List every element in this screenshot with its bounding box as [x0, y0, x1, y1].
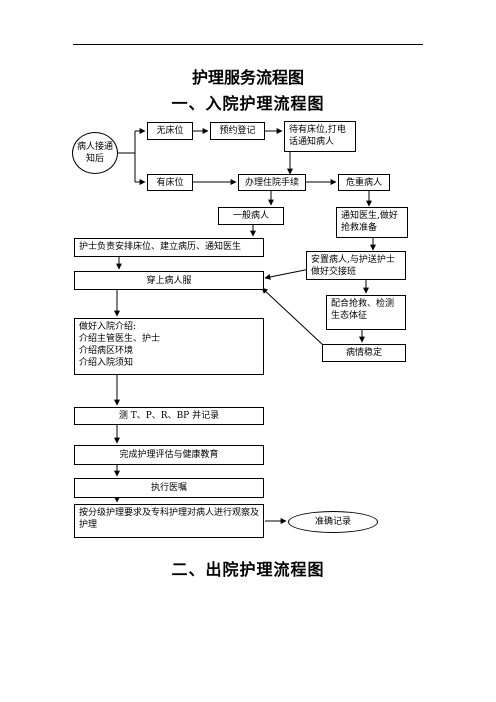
intro-item: 介绍病区环境 — [79, 346, 134, 356]
intro-heading: 做好入院介绍: — [79, 322, 137, 332]
node-reservation: 预约登记 — [210, 122, 265, 140]
node-wear-gown: 穿上病人服 — [74, 271, 264, 290]
node-patient-notified: 病人接通知后 — [72, 132, 118, 174]
top-rule — [73, 44, 423, 45]
node-condition-stable: 病情稳定 — [322, 344, 406, 362]
arrow-stable-to-wear — [261, 287, 324, 346]
node-settle-patient: 安置病人,与护送护士做好交接班 — [306, 251, 406, 280]
node-accurate-record: 准确记录 — [288, 511, 378, 533]
node-has-bed: 有床位 — [147, 174, 193, 191]
node-notify-doctor: 通知医生,做好抢救准备 — [336, 207, 408, 238]
node-execute-orders: 执行医嘱 — [74, 478, 264, 498]
node-assist-rescue: 配合抢救、检测生态体征 — [326, 295, 406, 330]
arrow-settle-to-wear — [264, 268, 311, 280]
node-nurse-arrange: 护士负责安排床位、建立病历、通知医生 — [74, 238, 264, 257]
intro-item: 介绍入院须知 — [79, 358, 134, 368]
section-title-discharge: 二、出院护理流程图 — [171, 560, 325, 579]
intro-item: 介绍主管医生、护士 — [79, 334, 161, 344]
node-grade-care: 按分级护理要求及专科护理对病人进行观察及护理 — [74, 504, 264, 538]
node-critical-patient: 危重病人 — [338, 174, 390, 191]
node-measure-vitals: 测 T、P、R、BP 并记录 — [74, 407, 264, 425]
node-nursing-assessment: 完成护理评估与健康教育 — [74, 445, 264, 465]
page-title: 护理服务流程图 — [191, 68, 304, 87]
node-general-patient: 一般病人 — [218, 207, 284, 225]
section-title-admission: 一、入院护理流程图 — [171, 94, 325, 113]
node-admission-intro: 做好入院介绍: 介绍主管医生、护士 介绍病区环境 介绍入院须知 — [74, 318, 264, 375]
node-admission-procedure: 办理住院手续 — [238, 174, 306, 191]
node-no-bed: 无床位 — [147, 122, 193, 140]
node-wait-for-bed: 待有床位,打电话通知病人 — [284, 121, 356, 152]
